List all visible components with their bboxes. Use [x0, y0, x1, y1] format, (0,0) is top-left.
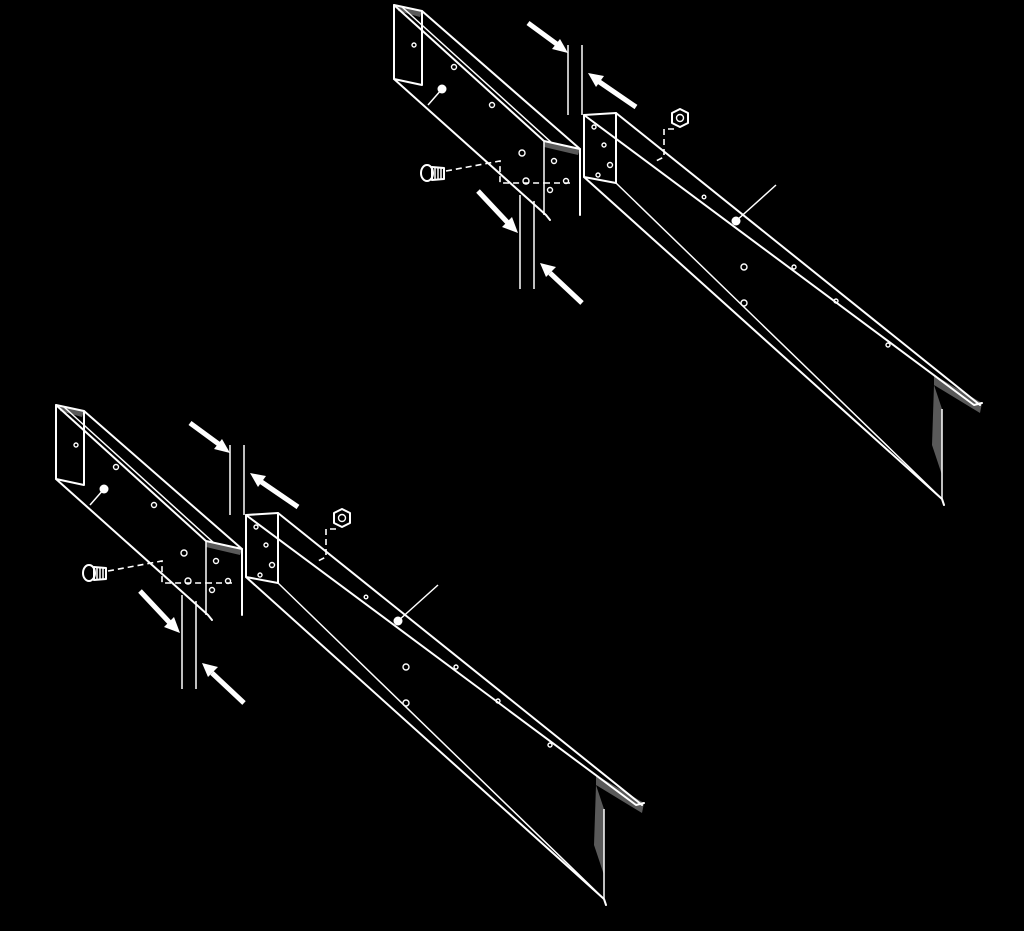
assembly-lower	[56, 405, 644, 905]
assembly-upper	[394, 5, 982, 505]
